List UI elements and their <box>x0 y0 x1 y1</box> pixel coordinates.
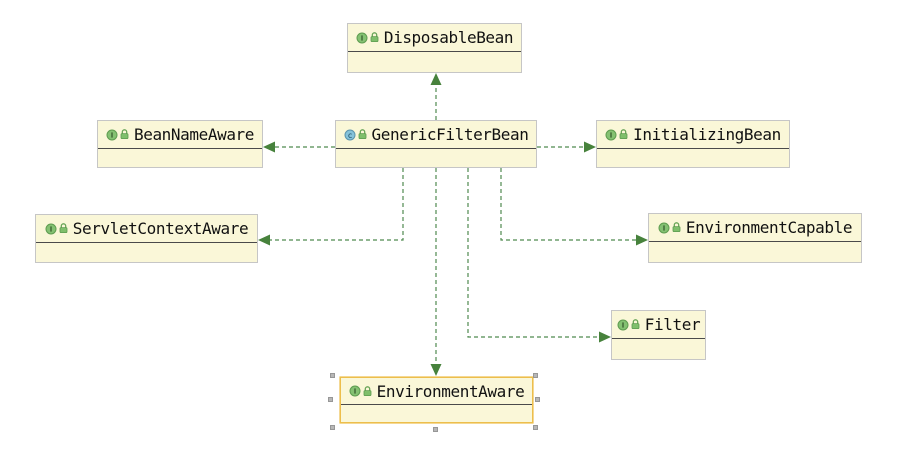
interface-icon <box>45 223 57 234</box>
lock-overlay-icon <box>672 222 681 232</box>
node-initializing-bean[interactable]: InitializingBean <box>596 120 790 168</box>
selection-handle-bottom-left[interactable] <box>330 425 335 430</box>
lock-overlay-icon <box>363 385 372 396</box>
interface-icon <box>106 129 118 140</box>
node-header: BeanNameAware <box>98 121 262 149</box>
interface-icon <box>605 129 617 140</box>
edge-genericfilterbean-environmentcapable[interactable] <box>500 168 648 246</box>
arrowhead-down-icon <box>430 364 442 376</box>
icon-cluster <box>106 129 129 141</box>
arrowhead-left-icon <box>258 234 270 246</box>
node-header: EnvironmentAware <box>341 378 532 405</box>
arrowhead-up-icon <box>430 73 442 85</box>
selection-handle-top-right[interactable] <box>533 373 538 378</box>
node-label: DisposableBean <box>383 28 514 47</box>
edge-genericfilterbean-beannameaware[interactable] <box>263 141 335 153</box>
icon-cluster <box>356 32 379 44</box>
node-filter[interactable]: Filter <box>611 310 706 360</box>
node-generic-filter-bean[interactable]: c GenericFilterBean <box>335 120 537 168</box>
node-environment-capable[interactable]: EnvironmentCapable <box>648 213 862 263</box>
node-label: InitializingBean <box>633 125 781 144</box>
node-header: Filter <box>612 311 705 339</box>
lock-overlay-icon <box>370 32 379 42</box>
icon-cluster <box>658 222 681 234</box>
node-label: GenericFilterBean <box>371 125 529 144</box>
node-body <box>98 149 262 167</box>
icon-cluster <box>617 319 640 331</box>
node-body <box>36 243 257 262</box>
interface-icon <box>349 385 361 397</box>
node-body <box>597 149 789 167</box>
icon-cluster <box>45 223 68 235</box>
interface-icon <box>356 32 368 43</box>
lock-overlay-icon <box>358 129 366 139</box>
lock-overlay-icon <box>619 129 628 139</box>
node-bean-name-aware[interactable]: BeanNameAware <box>97 120 263 168</box>
class-icon: c <box>344 129 356 140</box>
arrowhead-right-icon <box>636 234 648 246</box>
icon-cluster <box>349 385 372 397</box>
arrowhead-right-icon <box>584 141 596 153</box>
node-label: EnvironmentAware <box>376 381 525 401</box>
node-header: DisposableBean <box>348 24 521 52</box>
icon-cluster <box>605 129 628 141</box>
edge-genericfilterbean-servletcontextaware[interactable] <box>258 168 404 246</box>
node-body <box>649 242 861 262</box>
edge-genericfilterbean-filter[interactable] <box>467 168 611 343</box>
node-header: ServletContextAware <box>36 215 257 243</box>
node-disposable-bean[interactable]: DisposableBean <box>347 23 522 73</box>
edge-genericfilterbean-environmentaware[interactable] <box>430 168 442 376</box>
selection-handle-mid-right[interactable] <box>535 397 540 402</box>
edge-genericfilterbean-initializingbean[interactable] <box>537 141 596 153</box>
node-body <box>341 405 532 422</box>
node-label: ServletContextAware <box>72 219 249 238</box>
arrowhead-left-icon <box>263 141 275 153</box>
node-environment-aware[interactable]: EnvironmentAware <box>340 377 533 423</box>
interface-icon <box>617 319 629 330</box>
node-label: BeanNameAware <box>133 125 255 144</box>
node-label: Filter <box>644 315 701 334</box>
selection-handle-mid-left[interactable] <box>328 397 333 402</box>
arrowhead-right-icon <box>599 331 611 343</box>
node-body <box>348 52 521 72</box>
lock-overlay-icon <box>120 129 129 139</box>
selection-handle-top-left[interactable] <box>330 373 335 378</box>
node-header: EnvironmentCapable <box>649 214 861 242</box>
interface-icon <box>658 222 670 233</box>
icon-cluster: c <box>344 129 367 141</box>
node-body <box>612 339 705 359</box>
node-header: c GenericFilterBean <box>336 121 536 149</box>
edge-genericfilterbean-disposablebean[interactable] <box>430 73 442 120</box>
svg-text:c: c <box>347 130 352 139</box>
node-body <box>336 149 536 167</box>
node-servlet-context-aware[interactable]: ServletContextAware <box>35 214 258 263</box>
lock-overlay-icon <box>631 319 640 329</box>
node-header: InitializingBean <box>597 121 789 149</box>
selection-handle-bottom-mid[interactable] <box>433 427 438 432</box>
selection-handle-bottom-right[interactable] <box>533 425 538 430</box>
lock-overlay-icon <box>59 223 68 233</box>
node-label: EnvironmentCapable <box>685 218 853 237</box>
